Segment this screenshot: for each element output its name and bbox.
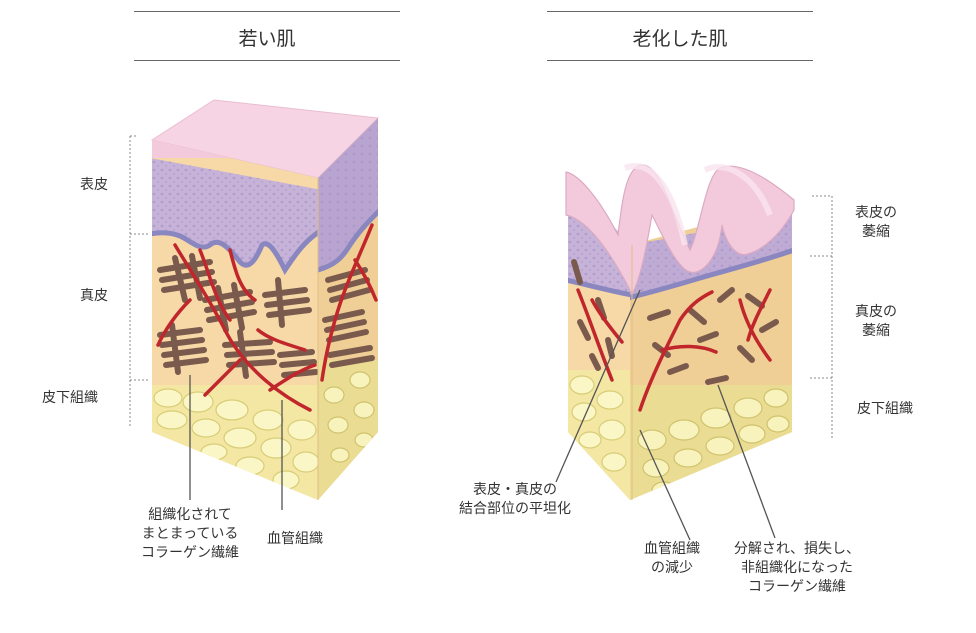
title-rule-top-young xyxy=(134,11,400,12)
aged-vessel-line1: 血管組織 xyxy=(644,541,700,557)
young-callout-vessel: 血管組織 xyxy=(267,531,323,547)
title-rule-top-aged xyxy=(547,11,813,12)
young-label-epidermis: 表皮 xyxy=(80,177,108,193)
aged-collagen-line1: 分解され、損失し、 xyxy=(733,541,861,557)
aged-callout-collagen: 分解され、損失し、 非組織化になった コラーゲン繊維 xyxy=(722,540,872,597)
aged-label-dermis-line1: 真皮の xyxy=(855,304,897,320)
young-label-subcutis: 皮下組織 xyxy=(42,390,98,406)
title-rule-bottom-young xyxy=(134,60,400,61)
title-aged: 老化した肌 xyxy=(632,28,728,50)
aged-junction-line2: 結合部位の平坦化 xyxy=(459,501,571,517)
leader-lines xyxy=(189,289,776,541)
aged-label-dermis-atrophy: 真皮の 萎縮 xyxy=(840,303,912,341)
aged-label-dermis-line2: 萎縮 xyxy=(862,323,890,339)
aged-junction-line1: 表皮・真皮の xyxy=(473,482,557,498)
aged-collagen-line3: コラーゲン繊維 xyxy=(748,579,846,595)
young-layer-brackets xyxy=(129,135,150,428)
young-callout-collagen: 組織化されて まとまっている コラーゲン繊維 xyxy=(120,506,260,563)
aged-skin-block xyxy=(565,163,795,500)
title-rule-bottom-aged xyxy=(547,60,813,61)
aged-label-epidermis-atrophy: 表皮の 萎縮 xyxy=(840,204,912,242)
young-label-dermis: 真皮 xyxy=(80,288,108,304)
young-skin-block xyxy=(150,99,380,500)
aged-label-epidermis-line1: 表皮の xyxy=(855,205,897,221)
title-young: 若い肌 xyxy=(238,28,296,50)
aged-vessel-line2: の減少 xyxy=(651,560,693,576)
young-collagen-line2: まとまっている xyxy=(141,526,239,542)
aged-layer-brackets xyxy=(810,195,833,440)
young-collagen-line3: コラーゲン繊維 xyxy=(141,545,239,561)
aged-callout-vessel: 血管組織 の減少 xyxy=(622,540,722,578)
aged-label-subcutis: 皮下組織 xyxy=(857,401,913,417)
aged-label-epidermis-line2: 萎縮 xyxy=(862,224,890,240)
aged-collagen-line2: 非組織化になった xyxy=(741,560,853,576)
aged-callout-junction: 表皮・真皮の 結合部位の平坦化 xyxy=(440,481,590,519)
young-collagen-line1: 組織化されて xyxy=(148,507,232,523)
